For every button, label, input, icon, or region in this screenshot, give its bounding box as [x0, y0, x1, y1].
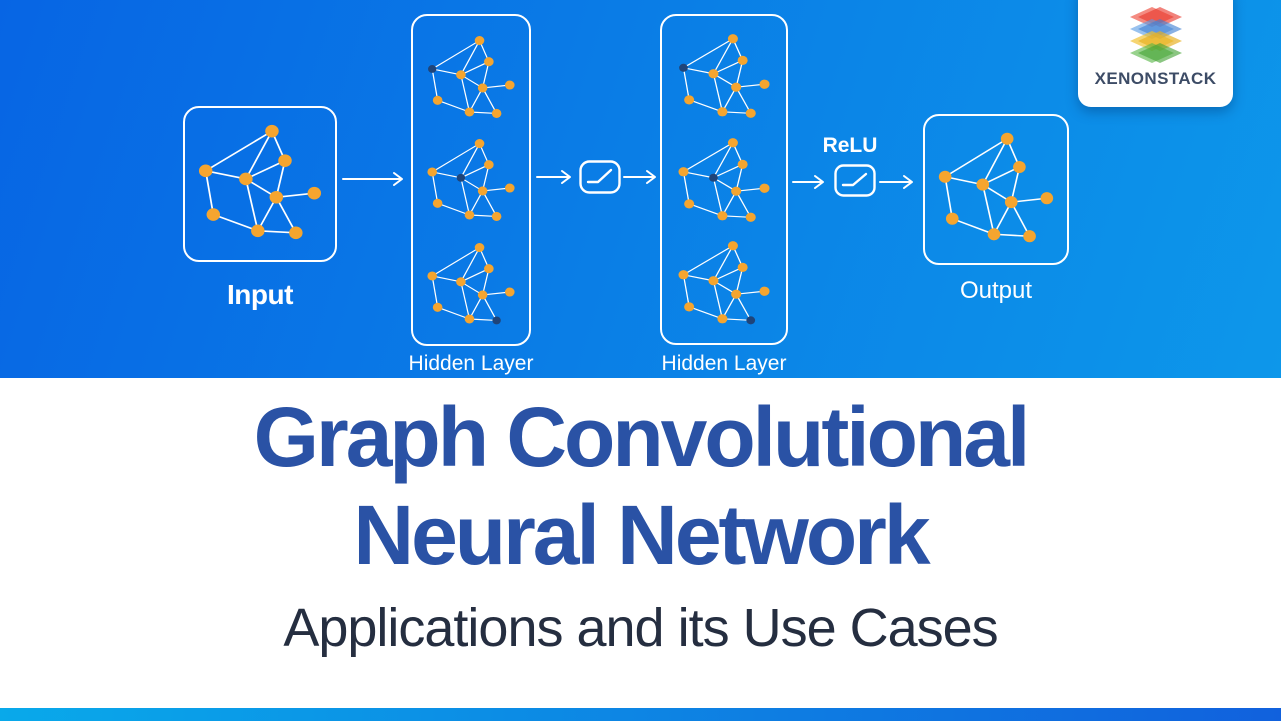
flow-arrow-3 [623, 170, 656, 184]
output-box [923, 114, 1069, 265]
relu-icon-2 [834, 164, 876, 197]
hidden1-graph-top [428, 35, 515, 118]
relu-label: ReLU [822, 134, 878, 157]
input-box [183, 106, 337, 262]
hidden2-graph-middle [678, 137, 770, 222]
hidden-layer-1-box [411, 14, 531, 346]
output-graph [938, 132, 1054, 243]
page-subtitle: Applications and its Use Cases [283, 598, 998, 658]
xenonstack-logo-card: XENONSTACK [1078, 0, 1233, 107]
hidden-layer-2-label: Hidden Layer [661, 352, 787, 375]
hidden-layer-2-box [660, 14, 788, 345]
hidden-layer-1-label: Hidden Layer [408, 352, 534, 375]
hidden1-graph-middle [427, 139, 515, 221]
xenonstack-logo-text: XENONSTACK [1094, 69, 1217, 88]
title-section: Graph Convolutional Neural Network Appli… [0, 378, 1281, 708]
title-line-2: Neural Network [353, 488, 930, 582]
input-label: Input [227, 279, 293, 310]
footer-accent-bar [0, 708, 1281, 721]
hidden1-graph-bottom [427, 242, 515, 324]
output-label: Output [959, 277, 1033, 304]
hidden2-graph-top [679, 33, 770, 118]
relu-icon-1 [579, 160, 621, 194]
title-line-1: Graph Convolutional [253, 390, 1031, 484]
xenonstack-logo-icon [1129, 7, 1182, 63]
page-title: Graph Convolutional Neural Network [0, 378, 1281, 584]
hidden2-graph-bottom [678, 241, 770, 325]
flow-arrow-1 [342, 172, 403, 186]
flow-arrow-2 [536, 170, 571, 184]
input-graph [198, 124, 322, 240]
flow-arrow-5 [879, 175, 913, 189]
flow-arrow-4 [792, 175, 824, 189]
hero-section: Input Hidden Layer [0, 0, 1281, 378]
